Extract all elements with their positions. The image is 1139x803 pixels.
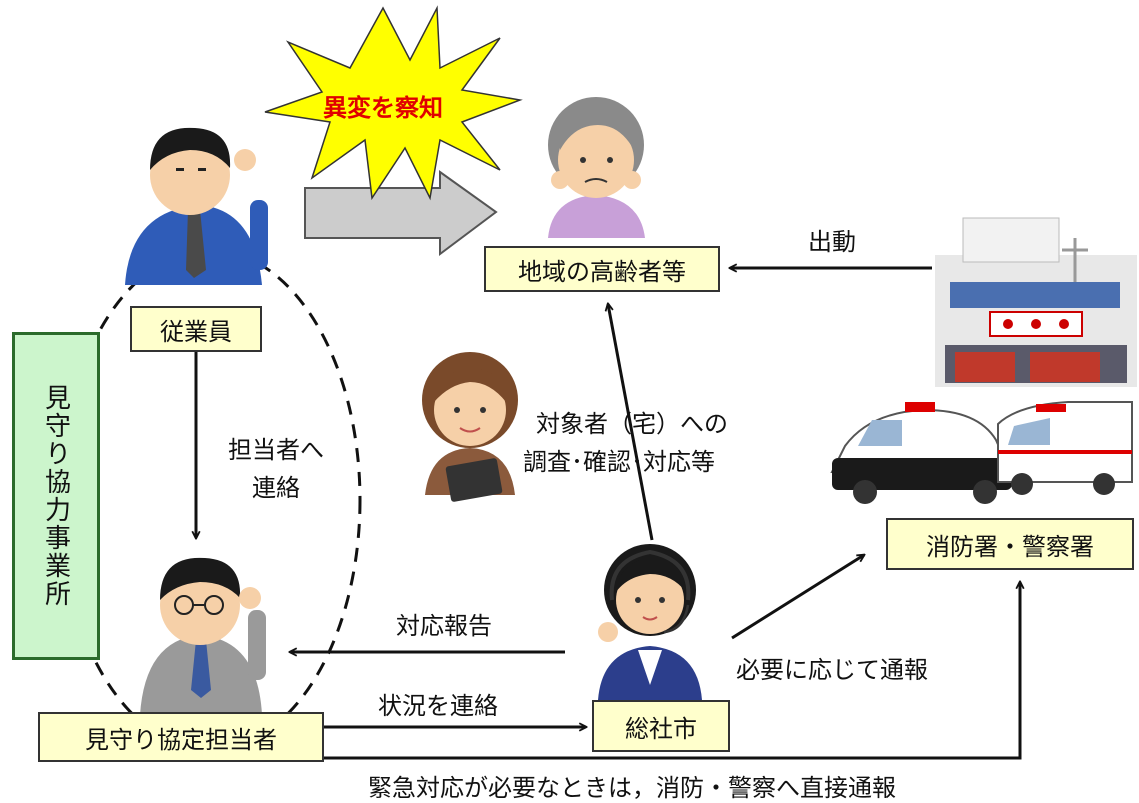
- alert-burst: [264, 5, 523, 201]
- city-label: 総社市: [625, 714, 697, 743]
- dispatch-label: 出動: [808, 228, 856, 256]
- contact-label-line2: 連絡: [252, 474, 300, 502]
- police-car-icon: [830, 402, 1012, 504]
- emergency-label: 緊急対応が必要なときは，消防・警察へ直接通報: [368, 774, 896, 802]
- ambulance-icon: [997, 401, 1133, 495]
- arrow-emergency: [324, 582, 1020, 760]
- female-staff-icon: [422, 352, 518, 502]
- investigate-label-line1: 対象者（宅）への: [536, 410, 728, 438]
- coordinator-box: 見守り協定担当者: [38, 712, 324, 762]
- report-label: 対応報告: [396, 612, 492, 640]
- coordinator-label: 見守り協定担当者: [85, 725, 277, 754]
- investigate-label-line2: 調査･確認･対応等: [523, 448, 715, 476]
- arrow-investigate: [608, 304, 654, 541]
- contact-label-line1: 担当者へ: [228, 436, 324, 464]
- elderly-box: 地域の高齢者等: [484, 246, 720, 292]
- fire-police-box: 消防署・警察署: [886, 518, 1134, 570]
- alert-burst-label: 異変を察知: [323, 94, 443, 122]
- fire-station-icon: [935, 217, 1137, 387]
- partner-workplace-label: 見守り協力事業所: [40, 384, 71, 608]
- notify-label: 必要に応じて通報: [736, 656, 928, 684]
- big-grey-arrow: [304, 170, 498, 256]
- employee-box: 従業員: [130, 306, 262, 352]
- operator-icon: [598, 544, 702, 700]
- arrow-notify: [731, 555, 864, 640]
- elderly-person-icon: [548, 97, 645, 238]
- fire-police-label: 消防署・警察署: [926, 532, 1094, 561]
- city-box: 総社市: [592, 700, 730, 752]
- elderly-label: 地域の高齢者等: [518, 257, 686, 286]
- worker-icon: [125, 127, 268, 285]
- status-label: 状況を連絡: [378, 692, 498, 720]
- coordinator-icon: [140, 557, 266, 715]
- partner-workplace-box: 見守り協力事業所: [12, 332, 100, 660]
- employee-label: 従業員: [160, 317, 232, 346]
